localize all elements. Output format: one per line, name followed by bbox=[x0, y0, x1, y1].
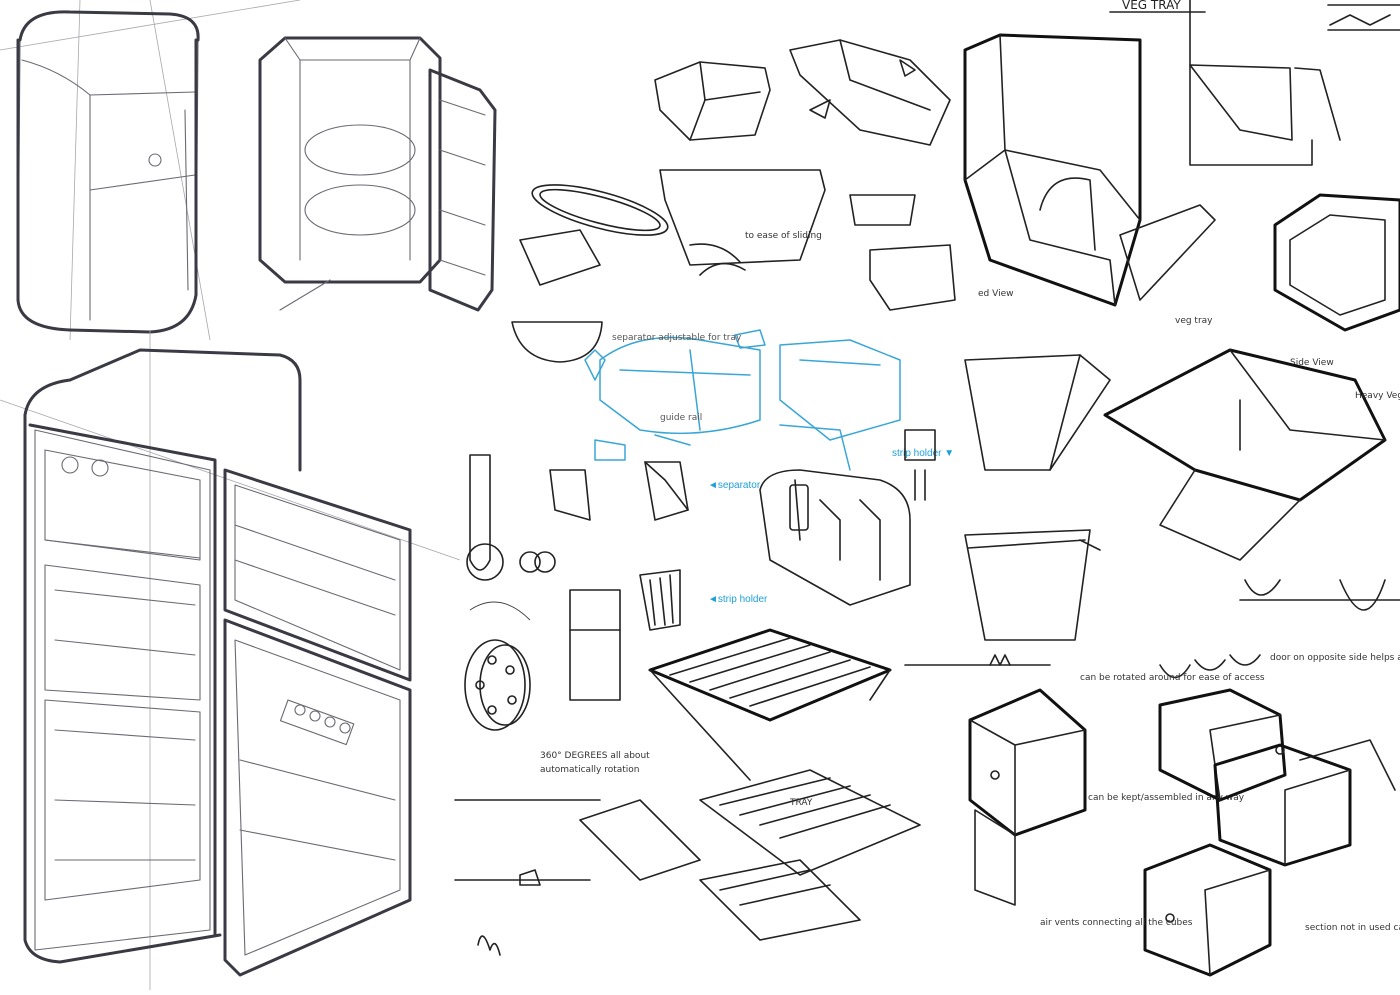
fridge-open-sketch bbox=[0, 330, 461, 990]
modular-cubes-sketch: can be rotated around for ease of access… bbox=[968, 653, 1400, 977]
callout-strip-holder-2-text: strip holder bbox=[718, 594, 768, 605]
svg-text:◄strip holder: ◄strip holder bbox=[708, 594, 768, 605]
slatted-shelf-upper bbox=[648, 628, 892, 781]
note-heavy: Heavy Veg bbox=[1355, 391, 1400, 401]
bowl-sketches bbox=[466, 321, 689, 581]
bottle-rack-sketch bbox=[759, 429, 936, 606]
veg-tray-header: VEG TRAY bbox=[1109, 0, 1206, 13]
note-cube-bottom-left: air vents connecting all the cubes bbox=[1040, 918, 1193, 928]
sheet-title: VEG TRAY bbox=[1122, 0, 1181, 12]
cups-sketch bbox=[1159, 579, 1400, 679]
callout-separator-marker: ◄ bbox=[708, 480, 718, 491]
callout-strip-holder-2-marker: ◄ bbox=[708, 594, 718, 605]
blue-tray-sketches: separator adjustable for tray guide rail bbox=[584, 329, 901, 471]
heavy-veg-drawer-sketch: Heavy Veg bbox=[1103, 348, 1400, 561]
note-veg-tray: veg tray bbox=[1175, 316, 1213, 326]
crate-sketch bbox=[1273, 193, 1400, 332]
bin-sketch bbox=[904, 529, 1101, 666]
fridge-octagon-sketch bbox=[258, 36, 497, 312]
note-cube-bottom-right: section not in used can be cut off bbox=[1305, 923, 1400, 933]
note-rotation: 360° DEGREES all about bbox=[540, 751, 650, 761]
callout-separator-text: separator bbox=[718, 480, 761, 491]
callout-separator: ◄separator bbox=[708, 480, 761, 491]
slatted-shelf-lower: TRAY bbox=[454, 769, 921, 941]
note-cube-mid: can be kept/assembled in any way bbox=[1088, 793, 1245, 803]
note-side-view: Side View bbox=[1290, 358, 1334, 368]
callout-strip-holder-2: ◄strip holder bbox=[708, 594, 768, 605]
rotating-drum-sketch: 360° DEGREES all about automatically rot… bbox=[464, 589, 650, 775]
drawer-detail-sketch bbox=[1189, 0, 1400, 166]
note-cube-right: door on opposite side helps accessing al… bbox=[1270, 653, 1400, 663]
veg-tray-top-sketches: to ease of sliding bbox=[519, 39, 956, 311]
callout-strip-holder-1-marker: ▼ bbox=[944, 448, 954, 459]
blue-note-2: guide rail bbox=[660, 413, 702, 423]
note-rotation-2: automatically rotation bbox=[540, 765, 640, 775]
note-cube-top: can be rotated around for ease of access bbox=[1080, 673, 1265, 683]
fridge-closed-sketch bbox=[0, 0, 301, 341]
svg-text:◄separator: ◄separator bbox=[708, 480, 761, 491]
blue-note-1: separator adjustable for tray bbox=[612, 333, 742, 343]
strip-holder-sketch bbox=[639, 569, 681, 631]
note-top: to ease of sliding bbox=[745, 231, 822, 241]
svg-text:strip holder ▼: strip holder ▼ bbox=[892, 448, 954, 459]
note-end-view: ed View bbox=[978, 289, 1013, 299]
drawer-side-view-sketch: Side View bbox=[964, 354, 1334, 471]
note-tray: TRAY bbox=[789, 798, 813, 808]
signature bbox=[477, 935, 501, 956]
callout-strip-holder-1-text: strip holder bbox=[892, 448, 942, 459]
veg-tray-main-sketch: veg tray ed View bbox=[963, 33, 1216, 326]
callout-strip-holder-1: strip holder ▼ bbox=[892, 448, 954, 459]
